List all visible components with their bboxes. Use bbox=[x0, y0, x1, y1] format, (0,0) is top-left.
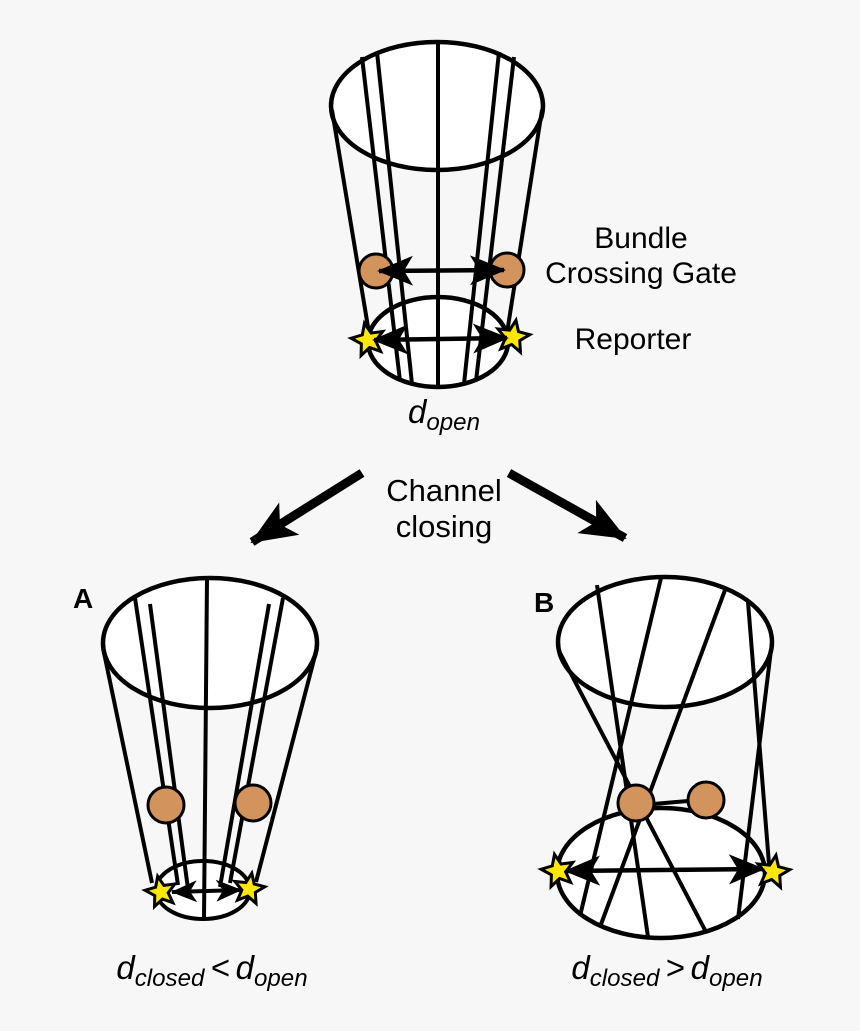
bundle-crossing-gate-label-line2: Crossing Gate bbox=[545, 257, 737, 290]
d-symbol: d bbox=[690, 949, 710, 986]
d-symbol: d bbox=[571, 949, 590, 986]
relation-operator: > bbox=[665, 949, 685, 986]
reporter-label: Reporter bbox=[574, 323, 692, 356]
helix-line bbox=[505, 109, 544, 334]
panel-a-gate-circles bbox=[146, 783, 273, 825]
panel-b-letter: B bbox=[534, 587, 555, 618]
open-channel-structure bbox=[330, 39, 544, 387]
helix-line bbox=[148, 603, 190, 890]
gate-circle bbox=[616, 783, 656, 823]
panel-b-structure bbox=[539, 574, 792, 938]
reporter-distance-arrow bbox=[564, 854, 765, 886]
d-subscript: closed bbox=[134, 965, 205, 992]
pore-axis-line bbox=[202, 577, 209, 920]
bundle-crossing-gate-label: Bundle Crossing Gate bbox=[545, 221, 737, 291]
panel-b-top-rim bbox=[555, 574, 775, 710]
bundle-crossing-gate-label-line1: Bundle bbox=[594, 222, 688, 255]
reporter-distance-arrow bbox=[171, 879, 242, 903]
panel-b-gate-circles bbox=[616, 780, 726, 823]
reporter-distance-arrow bbox=[372, 323, 509, 355]
gate-connector-line bbox=[652, 799, 689, 806]
gate-distance-arrow bbox=[377, 255, 506, 286]
d-subscript: open bbox=[709, 965, 763, 992]
d-subscript: closed bbox=[589, 965, 660, 992]
helix-line bbox=[746, 601, 771, 865]
d-symbol: d bbox=[408, 393, 427, 430]
panel-a-structure bbox=[100, 575, 320, 920]
helix-line bbox=[228, 597, 285, 884]
d-open-label: dopen bbox=[408, 393, 480, 437]
helix-line bbox=[133, 597, 180, 886]
relation-operator: < bbox=[210, 949, 230, 986]
d-symbol: d bbox=[235, 949, 255, 986]
helix-line bbox=[330, 109, 371, 334]
gate-circle bbox=[146, 785, 186, 825]
panel-a-top-rim bbox=[100, 575, 320, 711]
d-symbol: d bbox=[116, 949, 135, 986]
closing-arrow-right bbox=[506, 469, 628, 542]
panel-b-relation-label: dclosed>dopen bbox=[571, 949, 762, 993]
channel-closing-label-line2: closing bbox=[395, 509, 493, 544]
open-distance-arrows bbox=[372, 255, 509, 355]
helix-line bbox=[254, 647, 319, 883]
panel-a-letter: A bbox=[73, 583, 94, 614]
transition-arrows bbox=[249, 469, 628, 546]
d-subscript: open bbox=[426, 409, 480, 436]
helix-line bbox=[218, 603, 271, 888]
d-subscript: open bbox=[254, 965, 308, 992]
gate-circle bbox=[686, 780, 726, 820]
panel-a-helix-lines bbox=[101, 577, 319, 920]
closing-arrow-left bbox=[249, 469, 365, 546]
channel-closing-label-line1: Channel bbox=[386, 473, 502, 508]
panel-a-relation-label: dclosed<dopen bbox=[116, 949, 307, 993]
helix-line bbox=[101, 647, 154, 884]
channel-closing-label: Channel closing bbox=[386, 473, 501, 545]
gate-circle bbox=[233, 783, 273, 823]
